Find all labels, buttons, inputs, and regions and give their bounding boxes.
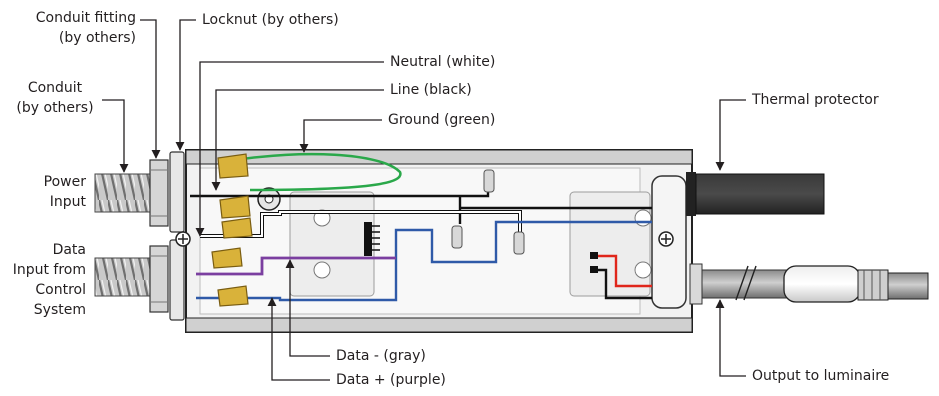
ground-screw-left-icon — [175, 231, 191, 247]
conduit-fitting-line-1: Conduit fitting — [35, 10, 136, 26]
thermal-protector-label: Thermal protector — [752, 92, 879, 108]
power-input-line-2: Input — [49, 194, 86, 210]
data-minus-label: Data - (gray) — [336, 348, 426, 364]
leader-lines — [102, 19, 746, 381]
power-input-label: Power Input — [10, 172, 86, 212]
conduit-fitting-label: Conduit fitting (by others) — [8, 8, 136, 48]
output-cable — [689, 263, 929, 305]
ground-label: Ground (green) — [388, 112, 496, 128]
junction-enclosure — [185, 149, 693, 333]
conduit-fitting-line-2: (by others) — [58, 30, 136, 46]
line-label: Line (black) — [390, 82, 472, 98]
cable-clamp-icon — [257, 187, 281, 211]
neutral-wire — [200, 211, 521, 237]
thermal-protector — [686, 172, 825, 216]
locknuts — [169, 151, 185, 321]
data-input-line-1: Data — [52, 242, 86, 258]
data-input-line-4: System — [33, 302, 86, 318]
ground-wire — [235, 152, 402, 192]
power-input-line-1: Power — [43, 174, 86, 190]
data-plus-wire — [196, 256, 396, 276]
data-input-label: Data Input from Control System — [4, 240, 86, 320]
small-connectors-icon — [590, 252, 598, 273]
output-label: Output to luminaire — [752, 368, 890, 384]
locknut-label: Locknut (by others) — [202, 12, 339, 28]
black-output-wire — [596, 268, 652, 300]
data-input-line-3: Control — [35, 282, 86, 298]
conduit-line-2: (by others) — [16, 100, 94, 116]
data-minus-wire — [196, 220, 652, 302]
conduit-line-1: Conduit — [27, 80, 83, 96]
wire-nuts — [211, 153, 253, 307]
data-plus-label: Data + (purple) — [336, 372, 446, 388]
inline-connectors-icon — [451, 169, 525, 255]
conduit-fittings — [149, 159, 169, 313]
conduit-label: Conduit (by others) — [10, 78, 100, 118]
neutral-label: Neutral (white) — [390, 54, 496, 70]
ground-screw-right-icon — [658, 231, 674, 247]
terminal-block — [364, 222, 380, 256]
data-input-line-2: Input from — [12, 262, 86, 278]
red-wire — [596, 254, 652, 288]
